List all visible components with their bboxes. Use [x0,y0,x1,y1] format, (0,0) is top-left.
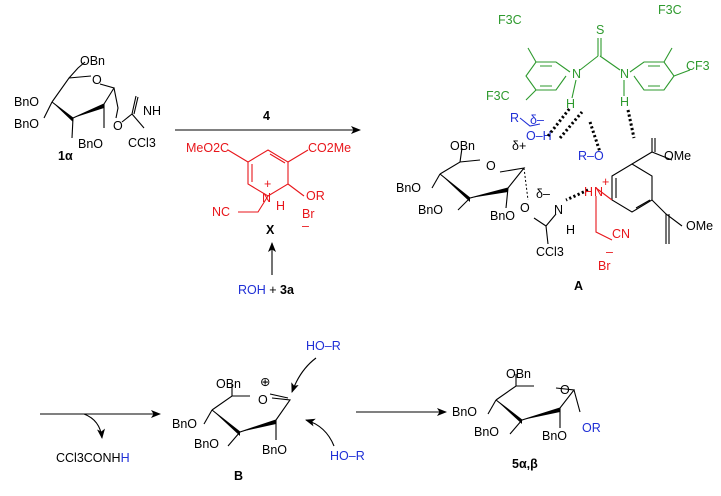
b-bno-label-3: BnO [262,443,287,457]
a-bno-label-2: BnO [418,203,443,217]
a-ome-top: OMe [664,149,691,163]
b-bno-label-1: BnO [172,417,197,431]
x-or-label: OR [306,189,325,203]
a-ome-bottom: OMe [686,219,713,233]
x-n-label: N [262,191,271,205]
a-thiourea-n-left: N [572,67,581,81]
roh-3a-reagents: ROH + 3a [238,242,295,297]
p-bno-label-2: BnO [474,425,499,439]
b-ring-oxygen: O [258,393,268,407]
donor-1alpha-structure: OBn O BnO BnO BnO O NH CCl3 1α [14,54,161,163]
a-thiourea-n-right: N [620,67,629,81]
a-ring-oxygen: O [486,159,496,173]
intermediate-x-label: X [266,223,275,237]
a-thiourea-s: S [596,23,604,37]
byproduct-line: CCl3CONHH [56,451,130,465]
x-br-minus: – [302,219,309,233]
donor-bno-label-2: BnO [14,117,39,131]
b-oxocarbenium-charge: ⊕ [260,375,270,389]
a-cf3-top-right: F3C [658,3,682,17]
donor-ring-oxygen: O [92,73,102,87]
p-bno-label-3: BnO [542,429,567,443]
p-obn-label: OBn [506,367,531,381]
a-imidate-n: N [554,203,563,217]
p-or-label: OR [582,421,601,435]
x-n-plus: + [264,177,271,191]
a-cf3-right: CF3 [686,59,710,73]
a-br-minus: – [606,245,613,259]
a-delta-plus: δ+ [512,139,526,153]
b-obn-label: OBn [216,377,241,391]
a-alcohol-r: R [510,111,519,125]
x-meo2c-label: MeO2C [186,141,229,155]
donor-bno-label-3: BnO [78,137,103,151]
a-cf3-top-left: F3C [498,13,522,27]
roh-label: ROH [238,283,266,297]
a-pyridinium-n: N [594,185,603,199]
a-thiourea-h-left: H [566,97,575,111]
donor-compound-label: 1α [58,149,73,163]
a-obn-label: OBn [450,139,475,153]
a-anomeric-oxygen: O [520,201,530,215]
complex-a-label: A [574,279,583,293]
roh-acceptor-line: ROH + 3a [238,283,295,297]
donor-bno-label-1: BnO [14,95,39,109]
a-thiourea-h-right: H [620,95,629,109]
main-reaction-arrow: 4 [175,109,361,134]
donor-anomeric-oxygen: O [113,119,123,133]
donor-obn-label: OBn [80,54,105,68]
a-bno-label-3: BnO [490,209,515,223]
x-co2me-label: CO2Me [308,141,351,155]
x-br-label: Br [302,207,315,221]
catalyst-4-label: 4 [263,109,270,123]
byproduct-h: H [121,451,130,465]
x-nc-label: NC [212,205,230,219]
intermediate-x-structure: MeO2C CO2Me N + H OR Br – NC X [186,141,351,237]
a-imidate-h: H [566,223,575,237]
a-alcohol-oh: O–H [526,129,552,143]
byproduct-prefix: CCl3CONH [56,451,121,465]
complex-a-structure: S N N H H F3C F3C F3C CF3 R O–H δ– R–O O… [396,3,713,293]
a-cn-label: CN [612,227,630,241]
a-pyridinium-plus: + [602,175,609,189]
a-bno-label-1: BnO [396,181,421,195]
roh-plus: + [266,283,280,297]
oxocarbenium-b-label: B [234,469,243,483]
byproduct-arrow: CCl3CONHH [40,410,161,465]
a-pyridinium-h: H [584,185,593,199]
a-cf3-bottom-left: F3C [486,89,510,103]
oxocarbenium-b-structure: OBn O ⊕ BnO BnO BnO B HO–R HO–R [172,339,365,483]
b-nucleophile-bottom: HO–R [330,449,365,463]
donor-ccl3-label: CCl3 [128,136,156,150]
p-ring-oxygen: O [560,383,570,397]
p-bno-label-1: BnO [452,405,477,419]
donor-imidate-nh: NH [143,104,161,118]
a-br-label: Br [598,259,611,273]
b-nucleophile-top: HO–R [306,339,341,353]
a-alcohol-delta-minus: δ– [530,113,544,127]
a-ccl3-label: CCl3 [536,245,564,259]
acceptor-3a-label: 3a [280,283,295,297]
a-ro-label: R–O [578,149,604,163]
x-h-label: H [276,199,285,213]
a-delta-minus: δ– [536,187,550,201]
product-5-structure: OBn O BnO BnO BnO OR 5α,β [452,367,601,471]
product-5-label: 5α,β [512,457,538,471]
b-bno-label-2: BnO [194,437,219,451]
